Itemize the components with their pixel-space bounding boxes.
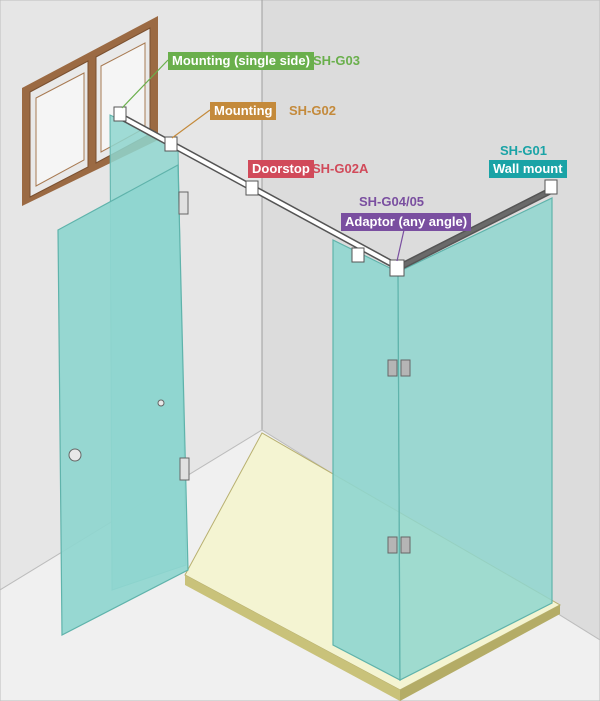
door-hinge-bottom <box>179 457 190 481</box>
leader-sh-g03 <box>121 59 169 109</box>
fitting-sh-g01 <box>544 179 558 195</box>
door-hinge-top <box>178 191 189 215</box>
label-sh-g01-name: Wall mount <box>489 160 567 178</box>
label-sh-g02a-name: Doorstop <box>248 160 314 178</box>
corner-hinge-bottom-left <box>387 536 398 554</box>
corner-hinge-top-right <box>400 359 411 377</box>
label-sh-g0405-name: Adaptor (any angle) <box>341 213 472 231</box>
fitting-sh-g03 <box>113 106 127 122</box>
corner-hinge-top-left <box>387 359 398 377</box>
label-sh-g02-name: Mounting <box>210 102 277 120</box>
door-knob <box>68 448 82 462</box>
door-knob-back <box>157 399 165 407</box>
fitting-sh-g02 <box>164 136 178 152</box>
label-sh-g01-code: SH-G01 <box>500 143 547 158</box>
fitting-glass-clamp <box>351 247 365 263</box>
front-fixed-panel <box>332 239 401 681</box>
label-sh-g03-name: Mounting (single side) <box>168 52 314 70</box>
corner-hinge-bottom-right <box>400 536 411 554</box>
label-sh-g02-code: SH-G02 <box>289 103 336 118</box>
side-return-panel <box>397 197 553 681</box>
fitting-sh-g02a <box>245 180 259 196</box>
label-sh-g0405-code: SH-G04/05 <box>359 194 425 209</box>
fitting-sh-g0405 <box>389 259 405 277</box>
door-panel <box>57 164 189 636</box>
label-sh-g02a-code: SH-G02A <box>312 161 369 176</box>
leader-sh-g0405 <box>396 229 405 262</box>
leader-sh-g02 <box>171 109 211 139</box>
label-sh-g03-code: SH-G03 <box>313 53 360 68</box>
